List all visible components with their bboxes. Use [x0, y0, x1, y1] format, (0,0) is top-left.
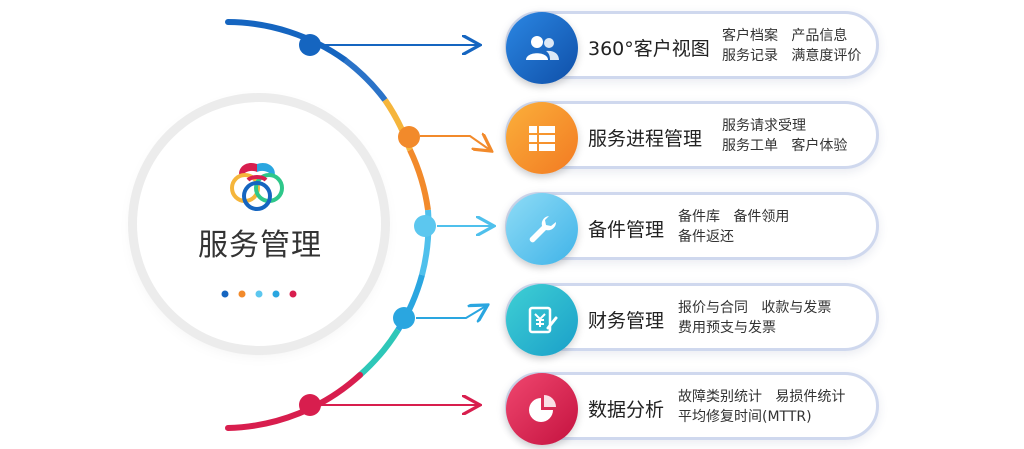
card-service-process[interactable]: 服务进程管理 服务请求受理 服务工单 客户体验	[505, 101, 879, 174]
card-data-analysis[interactable]: 数据分析 故障类别统计 易损件统计 平均修复时间(MTTR)	[505, 372, 879, 445]
card-title: 备件管理	[588, 219, 665, 241]
node-3	[414, 215, 436, 237]
center-title: 服务管理	[198, 228, 322, 263]
card-title: 财务管理	[588, 310, 665, 332]
pie-chart-icon	[506, 373, 578, 445]
decorative-dots	[221, 290, 297, 298]
arc-segment-red	[225, 372, 363, 431]
wrench-icon	[506, 193, 578, 265]
card-subitem-line: 备件返还	[678, 229, 734, 245]
card-title: 360°客户视图	[588, 38, 710, 60]
arc-segment-blue	[225, 19, 348, 63]
card-subitems: 客户档案 产品信息 服务记录 满意度评价	[722, 26, 861, 66]
users-icon	[506, 12, 578, 84]
card-subitems: 故障类别统计 易损件统计 平均修复时间(MTTR)	[678, 387, 845, 427]
card-subitems: 备件库 备件领用 备件返还	[678, 207, 789, 247]
arrow-4	[416, 306, 486, 318]
card-subitem-line: 客户档案 产品信息	[722, 28, 848, 44]
card-subitem-line: 备件库 备件领用	[678, 209, 790, 225]
card-subitem-line: 平均修复时间(MTTR)	[678, 409, 812, 425]
node-1	[299, 34, 321, 56]
node-5	[299, 394, 321, 416]
arc-segment-blue-2	[343, 57, 388, 102]
card-subitems: 报价与合同 收款与发票 费用预支与发票	[678, 298, 831, 338]
center-hub	[137, 102, 381, 346]
card-subitems: 服务请求受理 服务工单 客户体验	[722, 116, 847, 156]
arc-segment-teal	[357, 328, 401, 378]
arc-segment-orange	[407, 148, 431, 211]
card-finance[interactable]: 财务管理 报价与合同 收款与发票 费用预支与发票	[505, 283, 879, 356]
card-subitem-line: 费用预支与发票	[678, 320, 776, 336]
card-title: 服务进程管理	[588, 128, 703, 150]
card-spare-parts[interactable]: 备件管理 备件库 备件领用 备件返还	[505, 192, 879, 265]
node-2	[398, 126, 420, 148]
card-subitem-line: 故障类别统计 易损件统计	[678, 389, 846, 405]
arrow-2	[420, 136, 490, 150]
card-subitem-line: 服务工单 客户体验	[722, 138, 848, 154]
node-4	[393, 307, 415, 329]
service-logo-icon	[230, 162, 284, 211]
card-customer-view[interactable]: 360°客户视图 客户档案 产品信息 服务记录 满意度评价	[505, 11, 879, 84]
arc-segment-lightblue	[419, 209, 432, 276]
list-grid-icon	[506, 102, 578, 174]
yuan-invoice-icon	[506, 284, 578, 356]
card-subitem-line: 服务记录 满意度评价	[722, 48, 862, 64]
arc-segment-yellow	[382, 98, 413, 151]
card-subitem-line: 服务请求受理	[722, 118, 806, 134]
card-title: 数据分析	[588, 399, 665, 421]
card-subitem-line: 报价与合同 收款与发票	[678, 300, 832, 316]
